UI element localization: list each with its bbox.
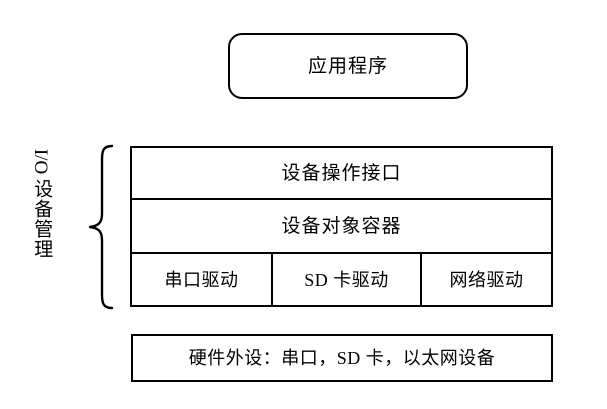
hardware-peripherals-label: 硬件外设：串口，SD 卡，以太网设备 (188, 348, 496, 368)
device-operation-interface-label: 设备操作接口 (281, 162, 402, 184)
serial-driver-label: 串口驱动 (164, 269, 239, 290)
io-device-management-label: I/O 设备管理 (24, 140, 58, 312)
application-box-label: 应用程序 (307, 55, 388, 77)
sd-card-driver-label: SD 卡驱动 (304, 269, 389, 290)
stack-row-drivers: 串口驱动 SD 卡驱动 网络驱动 (132, 254, 551, 305)
stack-row-device-operation-interface: 设备操作接口 (132, 148, 551, 200)
application-box: 应用程序 (228, 33, 468, 99)
device-object-container-label: 设备对象容器 (281, 215, 402, 237)
device-management-label: 设备管理 (31, 179, 53, 259)
driver-cell-sd-card: SD 卡驱动 (273, 254, 422, 305)
io-prefix-label: I/O (30, 148, 52, 175)
driver-cell-network: 网络驱动 (422, 254, 551, 305)
hardware-peripherals-box: 硬件外设：串口，SD 卡，以太网设备 (131, 334, 553, 382)
driver-cell-serial: 串口驱动 (132, 254, 273, 305)
network-driver-label: 网络驱动 (449, 269, 524, 290)
curly-brace-icon (88, 144, 114, 310)
stack-row-device-object-container: 设备对象容器 (132, 200, 551, 254)
io-stack-table: 设备操作接口 设备对象容器 串口驱动 SD 卡驱动 网络驱动 (130, 146, 553, 307)
